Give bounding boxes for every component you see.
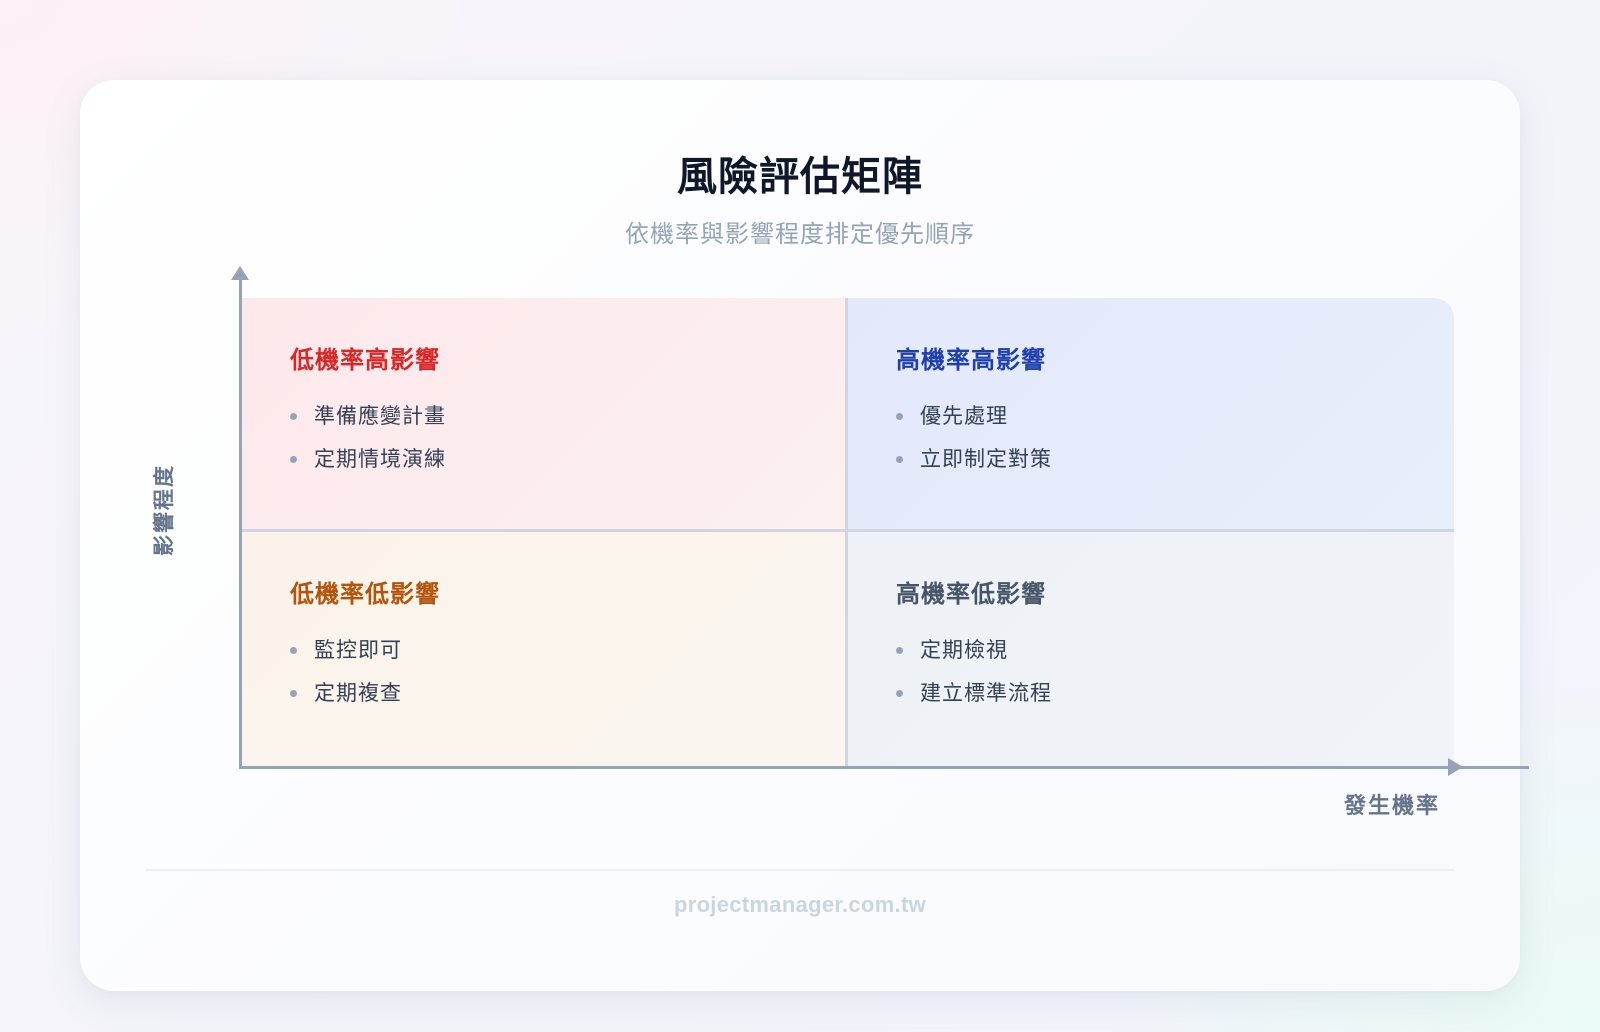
quadrant-action-list: 定期檢視 建立標準流程 xyxy=(896,636,1454,707)
arrow-up-icon xyxy=(231,266,249,280)
quadrant-title: 低機率低影響 xyxy=(290,580,440,608)
list-item: 優先處理 xyxy=(896,402,1454,430)
bullet-icon xyxy=(896,456,903,463)
list-item: 定期檢視 xyxy=(896,636,1454,664)
quadrant-high-probability-low-impact: 高機率低影響 定期檢視 建立標準流程 xyxy=(848,532,1454,766)
list-item-label: 定期情境演練 xyxy=(314,447,446,471)
list-item: 定期複查 xyxy=(290,679,845,707)
quadrant-title: 高機率高影響 xyxy=(896,346,1046,374)
y-axis-label: 影響程度 xyxy=(152,464,176,556)
bullet-icon xyxy=(290,413,297,420)
arrow-right-icon xyxy=(1448,758,1463,776)
quadrant-title: 高機率低影響 xyxy=(896,580,1046,608)
list-item: 準備應變計畫 xyxy=(290,402,845,430)
quadrant-title: 低機率高影響 xyxy=(290,346,440,374)
list-item-label: 定期檢視 xyxy=(920,638,1008,662)
y-axis-line xyxy=(239,276,242,766)
bullet-icon xyxy=(896,647,903,654)
list-item: 監控即可 xyxy=(290,636,845,664)
x-axis-line xyxy=(239,766,1529,769)
list-item-label: 準備應變計畫 xyxy=(314,404,446,428)
bullet-icon xyxy=(290,690,297,697)
bullet-icon xyxy=(290,456,297,463)
page-subtitle: 依機率與影響程度排定優先順序 xyxy=(625,220,975,248)
quadrant-high-probability-high-impact: 高機率高影響 優先處理 立即制定對策 xyxy=(848,298,1454,532)
bullet-icon xyxy=(290,647,297,654)
bullet-icon xyxy=(896,413,903,420)
list-item-label: 優先處理 xyxy=(920,404,1008,428)
risk-matrix-card: 風險評估矩陣 依機率與影響程度排定優先順序 影響程度 低機率高影響 準備應變計畫… xyxy=(80,80,1529,991)
list-item-label: 建立標準流程 xyxy=(920,681,1052,705)
footer-divider xyxy=(146,869,1454,871)
risk-matrix: 低機率高影響 準備應變計畫 定期情境演練 高機率高影響 優先處理 立即制定對策 … xyxy=(242,298,1454,766)
list-item: 建立標準流程 xyxy=(896,679,1454,707)
bullet-icon xyxy=(896,690,903,697)
footer-source-text: projectmanager.com.tw xyxy=(673,892,927,917)
list-item: 定期情境演練 xyxy=(290,445,845,473)
list-item-label: 監控即可 xyxy=(314,638,402,662)
quadrant-low-probability-high-impact: 低機率高影響 準備應變計畫 定期情境演練 xyxy=(242,298,848,532)
x-axis-label: 發生機率 xyxy=(1343,794,1440,819)
quadrant-action-list: 優先處理 立即制定對策 xyxy=(896,402,1454,473)
list-item-label: 定期複查 xyxy=(314,681,402,705)
page-title: 風險評估矩陣 xyxy=(677,154,923,200)
quadrant-action-list: 準備應變計畫 定期情境演練 xyxy=(290,402,845,473)
list-item: 立即制定對策 xyxy=(896,445,1454,473)
list-item-label: 立即制定對策 xyxy=(920,447,1052,471)
quadrant-action-list: 監控即可 定期複查 xyxy=(290,636,845,707)
quadrant-low-probability-low-impact: 低機率低影響 監控即可 定期複查 xyxy=(242,532,848,766)
